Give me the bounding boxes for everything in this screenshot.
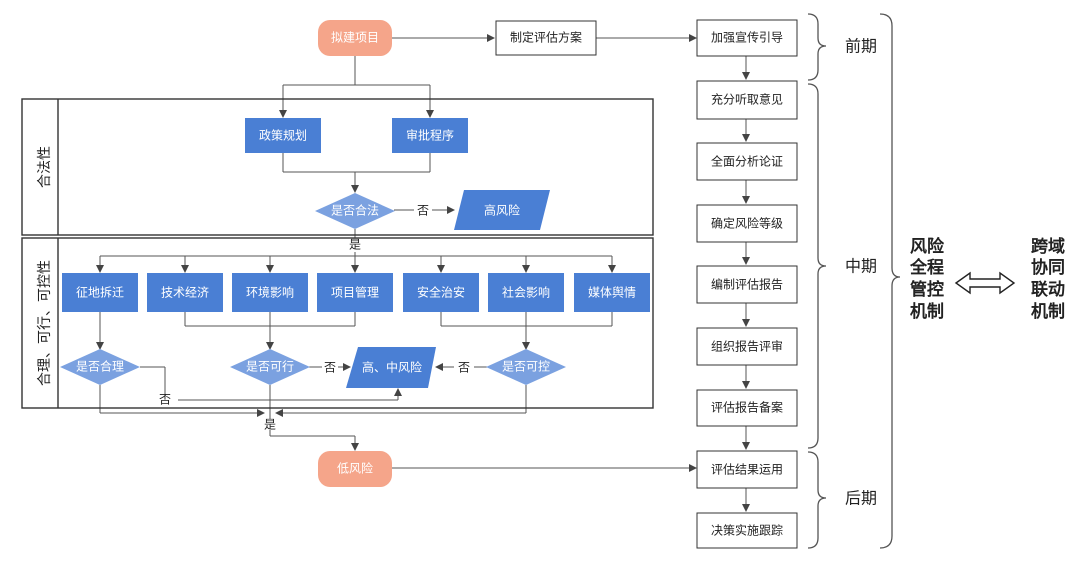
mechanism-left-line: 全程	[909, 257, 944, 278]
mechanism-right-line: 联动	[1031, 280, 1065, 300]
mechanism-right-line: 协同	[1031, 257, 1065, 278]
mid-high-risk-node: 高、中风险	[346, 347, 436, 388]
factor-label: 环境影响	[246, 285, 294, 300]
step-label: 确定风险等级	[711, 216, 783, 231]
mechanism-left: 风险 全程 管控 机制	[909, 236, 945, 322]
legality-decision: 是否合法	[315, 193, 395, 229]
rational-panel-label: 合理、可行、可控性	[37, 260, 53, 386]
factor-boxes: 征地拆迁 技术经济 环境影响 项目管理 安全治安 社会影响 媒体舆情	[62, 273, 650, 312]
plan-label: 制定评估方案	[510, 30, 582, 45]
legality-yes-label: 是	[349, 238, 361, 252]
step-label: 全面分析论证	[711, 154, 783, 169]
phase-middle-label: 中期	[845, 257, 877, 276]
legality-panel-label: 合法性	[37, 146, 53, 188]
start-label: 拟建项目	[331, 31, 379, 45]
decision-label: 是否合理	[76, 359, 124, 374]
step-label: 加强宣传引导	[711, 30, 783, 45]
decision-reasonable: 是否合理	[60, 349, 140, 385]
legality-panel: 合法性	[21, 98, 654, 236]
legality-item-label: 审批程序	[406, 128, 454, 143]
mechanism-left-line: 风险	[910, 236, 945, 257]
low-risk-node: 低风险	[318, 451, 392, 487]
start-node: 拟建项目	[318, 20, 392, 56]
step-label: 编制评估报告	[711, 277, 783, 292]
decision-label: 是否可行	[246, 360, 294, 374]
step-label: 充分听取意见	[711, 92, 783, 107]
phase-braces	[807, 13, 901, 549]
mid-high-risk-label: 高、中风险	[362, 360, 422, 375]
legality-no-label: 否	[417, 204, 429, 218]
mechanism-left-line: 机制	[910, 301, 944, 322]
phase-early-label: 前期	[845, 37, 877, 56]
step-label: 评估报告备案	[711, 400, 783, 415]
plan-node: 制定评估方案	[495, 20, 597, 56]
mechanism-left-line: 管控	[910, 279, 944, 300]
factor-label: 社会影响	[502, 285, 550, 300]
phase-late-label: 后期	[845, 489, 877, 508]
low-risk-label: 低风险	[337, 461, 373, 476]
mechanism-right: 跨域 协同 联动 机制	[1031, 236, 1065, 322]
reasonable-no-label: 否	[159, 393, 171, 407]
decision-label: 是否可控	[502, 360, 550, 374]
factor-label: 征地拆迁	[76, 285, 124, 300]
merge-yes-label: 是	[264, 418, 276, 432]
rational-panel: 合理、可行、可控性	[21, 237, 654, 409]
legality-item-approval: 审批程序	[392, 118, 468, 153]
process-steps: 加强宣传引导 充分听取意见 全面分析论证 确定风险等级 编制评估报告 组织报告评…	[696, 19, 798, 549]
decision-feasible: 是否可行	[230, 349, 310, 385]
decision-controllable: 是否可控	[486, 349, 566, 385]
legality-item-label: 政策规划	[259, 128, 307, 143]
feasible-no-label: 否	[324, 361, 336, 375]
connectors	[96, 34, 750, 512]
controllable-no-label: 否	[458, 361, 470, 375]
mechanism-right-line: 机制	[1031, 301, 1065, 322]
step-label: 决策实施跟踪	[711, 523, 783, 538]
mechanism-right-line: 跨域	[1031, 236, 1065, 257]
step-label: 组织报告评审	[711, 339, 783, 354]
legality-item-policy: 政策规划	[245, 118, 321, 153]
step-label: 评估结果运用	[711, 463, 783, 477]
legality-decision-label: 是否合法	[331, 203, 379, 218]
double-arrow-icon	[954, 271, 1016, 295]
factor-label: 项目管理	[331, 285, 379, 300]
factor-label: 媒体舆情	[588, 285, 636, 300]
high-risk-label: 高风险	[484, 203, 520, 218]
factor-label: 安全治安	[417, 285, 465, 300]
high-risk-node: 高风险	[454, 190, 550, 230]
factor-label: 技术经济	[161, 285, 209, 300]
